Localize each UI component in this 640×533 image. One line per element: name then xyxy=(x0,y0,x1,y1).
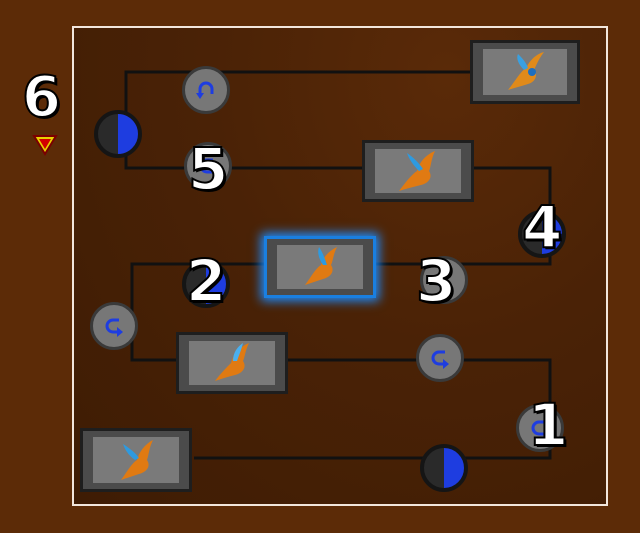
toggle-node-4[interactable] xyxy=(518,210,566,258)
rotate-arrow-icon xyxy=(435,272,449,288)
rotate-node-left[interactable] xyxy=(90,302,138,350)
label-3: 3 xyxy=(415,247,457,315)
rotate-node-top[interactable] xyxy=(182,66,230,114)
toggle-node-top-left[interactable] xyxy=(94,110,142,158)
bird-icon xyxy=(399,151,435,191)
rotate-arrow-icon xyxy=(431,350,449,369)
triangle-down-icon xyxy=(32,135,58,156)
toggle-node-bottom[interactable] xyxy=(420,444,468,492)
bird-icon xyxy=(508,52,544,90)
panel-bottom-left[interactable] xyxy=(80,428,192,492)
rotate-node-1[interactable] xyxy=(516,404,564,452)
rotate-arrow-icon xyxy=(199,158,213,174)
label-2: 2 xyxy=(185,247,227,315)
rotate-arrow-icon xyxy=(196,81,214,99)
rotate-arrow-icon xyxy=(105,318,123,337)
toggle-node-2[interactable] xyxy=(182,260,230,308)
rotate-node-5[interactable] xyxy=(184,142,232,190)
bird-icon xyxy=(121,440,153,480)
rotate-node-right[interactable] xyxy=(416,334,464,382)
puzzle-board: 5 4 2 3 1 xyxy=(72,26,608,506)
label-4: 4 xyxy=(521,193,563,261)
panel-top-right[interactable] xyxy=(470,40,580,104)
label-5: 5 xyxy=(187,135,229,203)
panel-mid-right[interactable] xyxy=(362,140,474,202)
label-1: 1 xyxy=(527,391,569,459)
bird-icon xyxy=(305,247,337,285)
moves-counter: 6 xyxy=(21,65,62,130)
bird-icon xyxy=(215,343,249,381)
rotate-node-3[interactable] xyxy=(420,256,468,304)
panel-mid-left[interactable] xyxy=(176,332,288,394)
rotate-arrow-icon xyxy=(531,420,545,436)
panel-selected[interactable] xyxy=(264,236,376,298)
